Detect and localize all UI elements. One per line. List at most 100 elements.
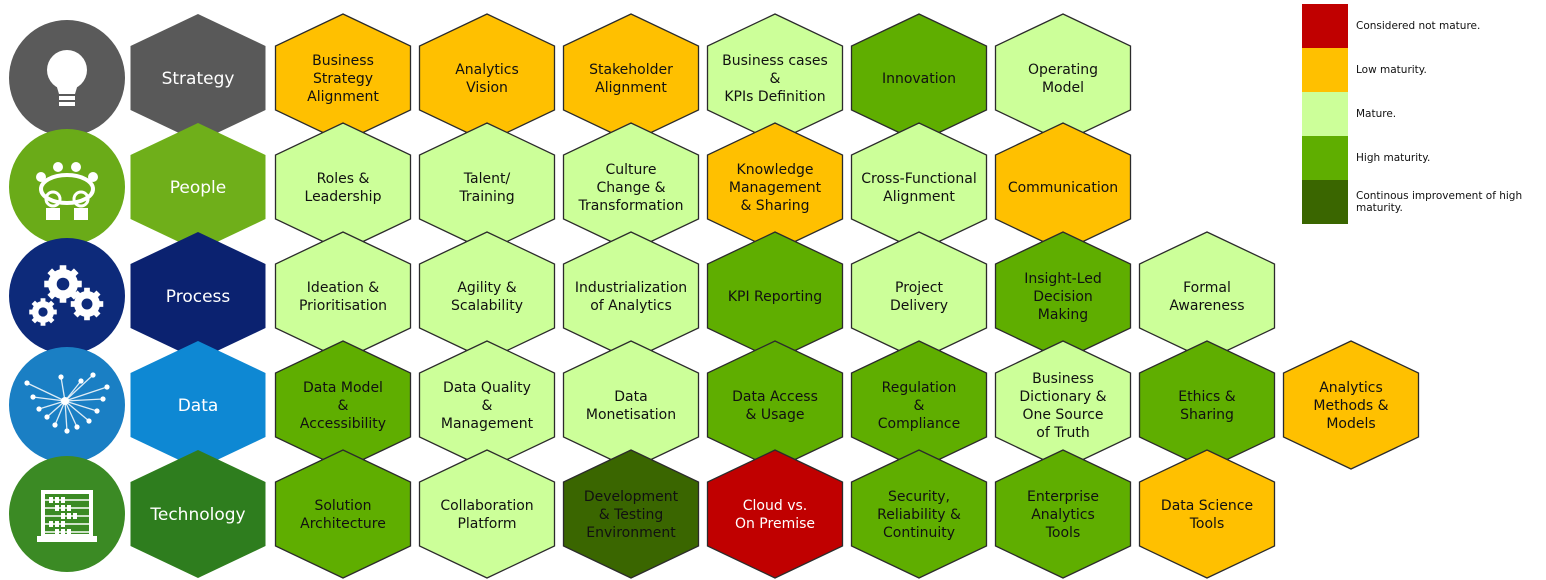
category-hex-data: Data bbox=[130, 341, 266, 469]
capability-hex: Data Quality&Management bbox=[418, 340, 556, 470]
network-icon bbox=[9, 347, 125, 463]
capability-label: Methods & bbox=[1313, 398, 1388, 414]
legend-item-continuous-improvement: Continous improvement of high maturity. bbox=[1302, 180, 1542, 224]
capability-label: Cross-Functional bbox=[861, 171, 976, 187]
capability-label: Tools bbox=[1045, 525, 1081, 541]
capability-label: Strategy bbox=[313, 71, 373, 87]
capability-hex: Security, Reliability & Continuity bbox=[850, 449, 988, 579]
legend-item-low-maturity: Low maturity. bbox=[1302, 48, 1542, 92]
capability-label: of Truth bbox=[1036, 425, 1089, 441]
category-label: People bbox=[170, 178, 226, 198]
capability-label: Analytics bbox=[1031, 507, 1095, 523]
category-label: Data bbox=[178, 396, 219, 416]
capability-label: Data Science bbox=[1161, 498, 1253, 514]
category-hex-technology: Technology bbox=[130, 450, 266, 578]
capability-label: One Source bbox=[1022, 407, 1103, 423]
category-hex-strategy: Strategy bbox=[130, 14, 266, 142]
maturity-legend: Considered not mature. Low maturity. Mat… bbox=[1302, 4, 1542, 224]
capability-label: Delivery bbox=[890, 298, 948, 314]
legend-label: Mature. bbox=[1356, 107, 1397, 120]
abacus-icon bbox=[9, 456, 125, 572]
capability-label: Data Access bbox=[732, 389, 818, 405]
legend-swatch bbox=[1302, 180, 1348, 224]
capability-hex: Ideation & Prioritisation bbox=[274, 231, 412, 361]
capability-label: Project bbox=[895, 280, 943, 296]
capability-label: Architecture bbox=[300, 516, 386, 532]
capability-label: Analytics bbox=[455, 62, 519, 78]
capability-label: KPI Reporting bbox=[728, 289, 822, 305]
capability-label: Dictionary & bbox=[1019, 389, 1106, 405]
capability-label: Ideation & bbox=[307, 280, 379, 296]
capability-label: Prioritisation bbox=[299, 298, 387, 314]
capability-hex: Communication bbox=[994, 122, 1132, 252]
legend-label: Low maturity. bbox=[1356, 63, 1427, 76]
capability-label: Environment bbox=[586, 525, 676, 541]
capability-label: Change & bbox=[597, 180, 666, 196]
capability-hex: Cloud vs.On Premise bbox=[706, 449, 844, 579]
capability-label: Alignment bbox=[307, 89, 379, 105]
row-strategy: StrategyBusinessStrategyAlignmentAnalyti… bbox=[9, 13, 1132, 143]
capability-label: Models bbox=[1326, 416, 1375, 432]
legend-item-mature: Mature. bbox=[1302, 92, 1542, 136]
category-label: Technology bbox=[149, 505, 245, 525]
capability-label: Leadership bbox=[305, 189, 382, 205]
capability-label: Training bbox=[458, 189, 514, 205]
legend-swatch bbox=[1302, 4, 1348, 48]
legend-item-not-mature: Considered not mature. bbox=[1302, 4, 1542, 48]
capability-label: Roles & bbox=[317, 171, 370, 187]
capability-label: Culture bbox=[606, 162, 657, 178]
capability-label: Formal bbox=[1183, 280, 1231, 296]
capability-label: Vision bbox=[466, 80, 508, 96]
capability-label: Management bbox=[441, 416, 534, 432]
category-hex-people: People bbox=[130, 123, 266, 251]
capability-label: Stakeholder bbox=[589, 62, 673, 78]
legend-item-high-maturity: High maturity. bbox=[1302, 136, 1542, 180]
capability-hex: Data Model&Accessibility bbox=[274, 340, 412, 470]
capability-label: Model bbox=[1042, 80, 1084, 96]
capability-label: Solution bbox=[314, 498, 371, 514]
capability-label: Development bbox=[584, 489, 679, 505]
legend-swatch bbox=[1302, 136, 1348, 180]
capability-label: Security, bbox=[888, 489, 950, 505]
capability-label: Continuity bbox=[883, 525, 955, 541]
capability-label: & Testing bbox=[599, 507, 664, 523]
capability-label: Insight-Led bbox=[1024, 271, 1102, 287]
capability-label: KPIs Definition bbox=[724, 89, 825, 105]
capability-label: Awareness bbox=[1169, 298, 1244, 314]
capability-label: Collaboration bbox=[440, 498, 533, 514]
capability-label: Business bbox=[312, 53, 374, 69]
capability-label: Operating bbox=[1028, 62, 1098, 78]
capability-label: Analytics bbox=[1319, 380, 1383, 396]
capability-label: Reliability & bbox=[877, 507, 961, 523]
capability-label: of Analytics bbox=[590, 298, 672, 314]
capability-label: & bbox=[482, 398, 493, 414]
legend-label: Continous improvement of high maturity. bbox=[1356, 189, 1523, 214]
legend-label: High maturity. bbox=[1356, 151, 1431, 164]
legend-swatch bbox=[1302, 48, 1348, 92]
category-hex-process: Process bbox=[130, 232, 266, 360]
capability-label: Transformation bbox=[577, 198, 683, 214]
capability-label: Enterprise bbox=[1027, 489, 1099, 505]
capability-label: Data Model bbox=[303, 380, 383, 396]
legend-label: Considered not mature. bbox=[1356, 19, 1481, 32]
capability-hex: Innovation bbox=[850, 13, 988, 143]
lightbulb-icon bbox=[9, 20, 125, 136]
